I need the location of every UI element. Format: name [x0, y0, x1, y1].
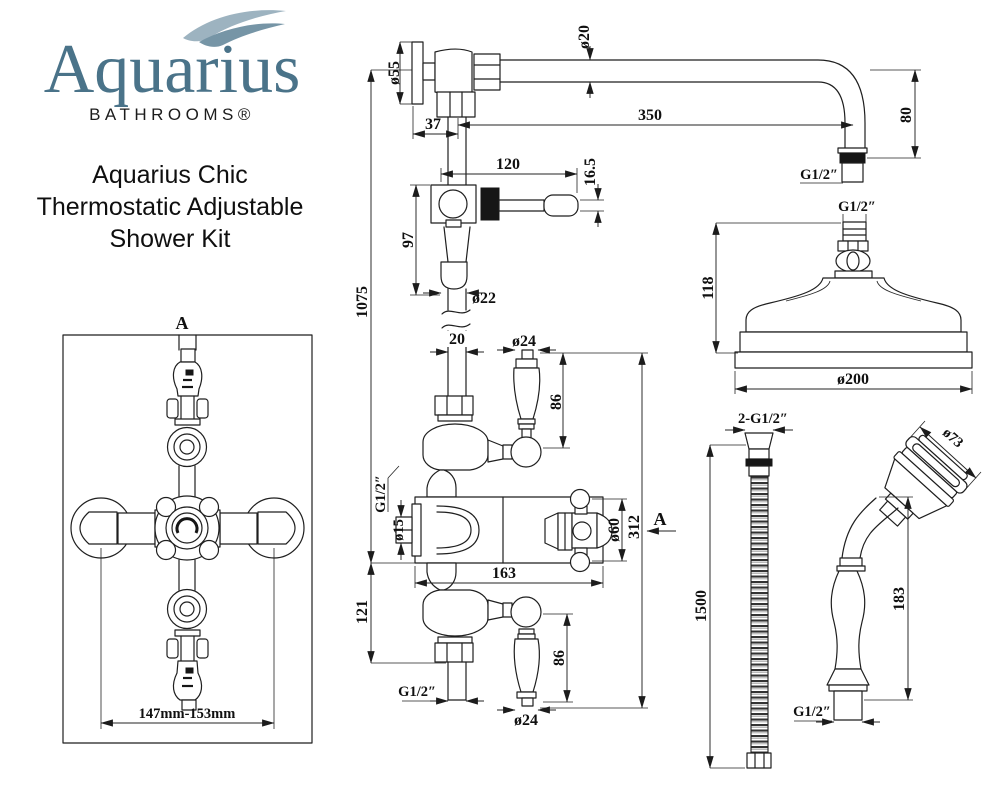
dim-bottom-handle-length: 86: [551, 650, 568, 666]
dim-lever-thickness: 16.5: [582, 158, 599, 186]
dim-outlet-thread: G1/2″: [398, 684, 436, 700]
front-view-diagram: 147mm-153mm A: [62, 313, 313, 744]
main-section-label: A: [654, 509, 667, 529]
brand-tagline: BATHROOMS®: [89, 105, 255, 124]
dim-arm-drop: 80: [898, 107, 915, 123]
wall-flange: [411, 41, 424, 105]
dim-arm-thread: G1/2″: [800, 167, 838, 183]
dim-bottom-handle-dia: ø24: [514, 712, 538, 729]
dim-control-handle-dia: ø60: [606, 518, 623, 542]
handset-diagram: ø73 183 G1/2″: [793, 420, 982, 726]
dim-adapter-dia: ø22: [472, 290, 496, 307]
dim-head-thread: G1/2″: [838, 199, 876, 215]
logo-wave2-icon: [199, 23, 285, 47]
product-title: Aquarius Chic Thermostatic Adjustable Sh…: [37, 161, 304, 253]
bottom-lever-grip: [513, 638, 540, 693]
dim-riser-width: 20: [449, 331, 465, 348]
dim-arm-length: 350: [638, 107, 662, 124]
dim-handset-thread: G1/2″: [793, 704, 831, 720]
dim-inlet-bore: ø15: [391, 519, 407, 541]
dim-inlet-thread: G1/2″: [373, 475, 389, 513]
shower-head-diagram: G1/2″ 118 ø200: [700, 199, 973, 394]
diverter-lever: [498, 199, 545, 212]
brand-name: Aquarius: [44, 31, 301, 108]
dim-top-handle-length: 86: [548, 394, 565, 410]
brand-logo: Aquarius BATHROOMS®: [44, 10, 301, 124]
dim-lever-length: 120: [496, 156, 520, 173]
front-view-frame: [62, 334, 313, 744]
dim-arm-pipe-dia: ø20: [576, 25, 593, 49]
dim-handset-length: 183: [891, 587, 908, 611]
flexible-hose: [750, 475, 769, 754]
dim-head-height: 118: [700, 276, 717, 299]
dim-top-handle-dia: ø24: [512, 333, 536, 350]
dim-valve-centres: 147mm-153mm: [139, 706, 236, 722]
dim-handset-head-dia: ø73: [939, 425, 966, 451]
dim-head-dia: ø200: [837, 371, 869, 388]
handset-grip: [830, 570, 866, 670]
arm-thread-band: [839, 152, 866, 164]
front-section-label: A: [176, 313, 189, 333]
dim-valve-width: 163: [492, 565, 516, 582]
main-assembly-diagram: ø55 37 ø20 350 80 G1/2″ 120 16.5: [354, 25, 921, 729]
title-line-2: Thermostatic Adjustable: [37, 193, 304, 221]
logo-wave-icon: [183, 10, 286, 42]
dim-valve-height: 312: [626, 515, 643, 539]
top-lever-grip: [513, 367, 541, 420]
title-line-1: Aquarius Chic: [92, 161, 248, 189]
title-line-3: Shower Kit: [110, 225, 231, 253]
dim-flange-dia: ø55: [386, 61, 403, 85]
shower-head-bell: [745, 277, 962, 333]
dim-diverter-height: 97: [400, 232, 417, 248]
dim-riser-length: 1075: [354, 286, 371, 318]
dim-outlet-offset: 121: [354, 600, 371, 624]
hose-diagram: 2-G1/2″ 1500: [693, 411, 793, 769]
dim-wall-offset: 37: [425, 116, 441, 133]
dim-hose-thread: 2-G1/2″: [738, 411, 788, 427]
dim-hose-length: 1500: [693, 590, 710, 622]
